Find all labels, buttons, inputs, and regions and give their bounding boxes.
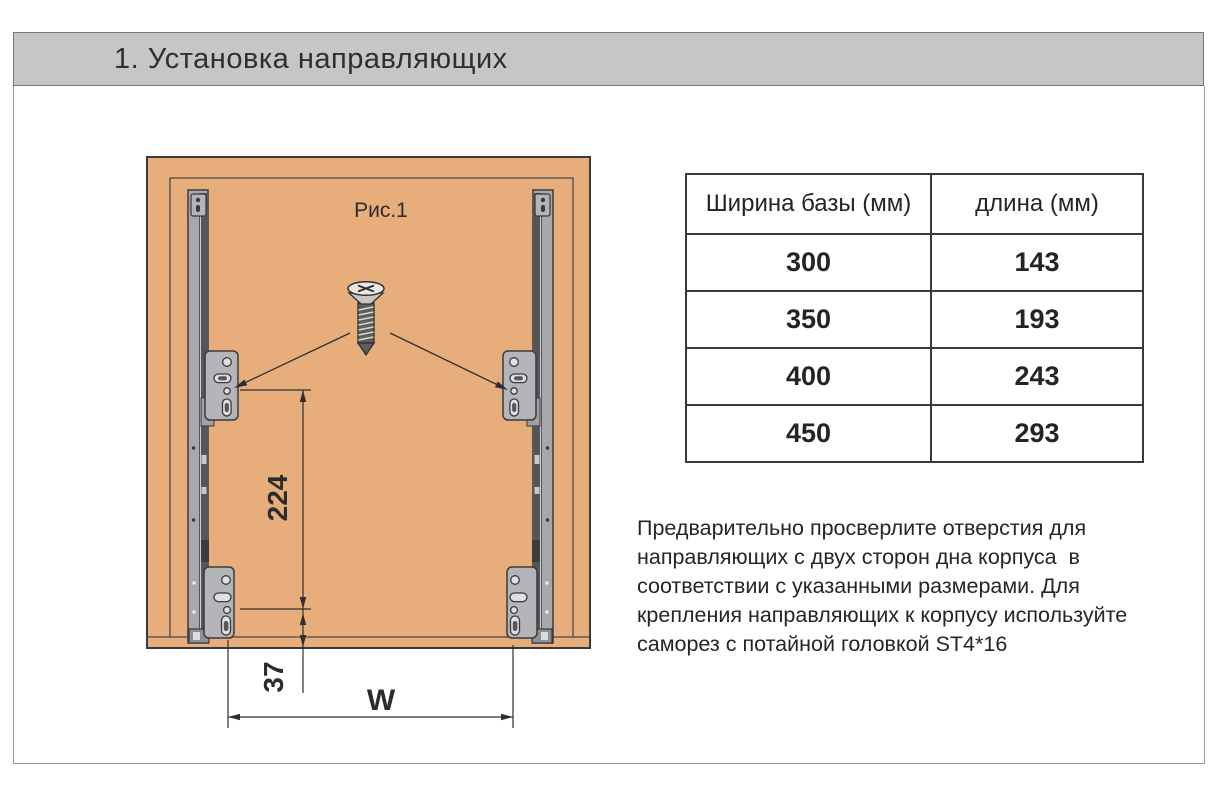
left-lower-bracket [203,566,235,639]
dimension-37 [299,613,307,647]
bracket-screw-hole [510,387,518,395]
left-rail-latch [201,540,209,562]
bracket-slot-inner [514,376,523,381]
bracket-slot-inner [224,403,229,412]
bracket-screw-hole [509,605,519,615]
bracket-slot-inner [512,621,518,631]
left-rail-top-clip [190,193,207,217]
table-cell: 243 [930,347,1144,406]
table-cell: 143 [930,233,1144,292]
dimension-224-label: 224 [262,474,293,521]
table-cell: 400 [685,347,932,406]
screw-cross-slot [357,284,375,293]
left-rail-rivet [192,610,196,614]
left-slide-rail [187,189,239,644]
arrowhead-down [299,597,307,609]
bracket-hole [510,575,520,585]
note-paragraph: Предварительно просверлите отверстия для… [637,514,1197,659]
table-cell: 193 [930,290,1144,349]
bracket-hole [221,575,231,585]
left-rail-detail [201,487,207,494]
right-rail-foot-notch [541,632,548,640]
left-rail-rivet [191,446,196,450]
panel-inner-frame [169,177,574,637]
table-cell: 293 [930,404,1144,463]
arrowhead-right [501,713,513,721]
countersunk-screw-icon [347,280,385,357]
table-row: 450 293 [685,404,1144,463]
screw-leader-arrows [234,332,508,390]
note-line: Предварительно просверлите отверстия для [637,516,1087,540]
table-row: 300 143 [685,233,1144,292]
leader-arrowhead-left [234,379,248,388]
right-clip-hole [540,197,546,203]
right-rail-rivet [545,518,550,522]
left-clip-hole [195,197,201,203]
right-rail-detail [534,487,540,494]
bracket-slot-horizontal [509,592,528,603]
note-line: направляющих с двух сторон дна корпуса в [637,545,1080,569]
left-upper-bracket [204,350,239,421]
figure-label: Рис.1 [354,199,408,222]
dimension-w [227,640,514,728]
arrowhead-left [228,713,240,721]
right-rail-top-clip [534,193,551,217]
bracket-slot-inner [223,621,229,631]
leader-line-right [389,332,505,389]
arrowhead-up [299,390,307,402]
left-upper-bracket-plate [204,350,239,421]
screw-threads [358,306,374,341]
note-line: крепления направляющих к корпусу использ… [637,603,1128,627]
bracket-screw-hole [222,605,232,615]
bracket-slot-horizontal [213,592,232,603]
arrowhead-down [299,635,307,647]
table-cell: 300 [685,233,932,292]
right-rail-rivet [545,581,549,585]
right-clip-slot [541,205,545,212]
right-rail-latch [532,540,540,562]
spec-table: Ширина базы (мм) длина (мм) 300 143 350 … [685,173,1144,463]
table-cell: 350 [685,290,932,349]
right-lower-bracket [506,566,538,639]
table-row: 350 193 [685,290,1144,349]
right-slide-rail [502,189,554,644]
bracket-hole [509,357,519,367]
note-line: соответствии с указанными размерами. Для [637,574,1080,598]
bracket-screw-hole [223,387,231,395]
note-line: саморез с потайной головкой ST4*16 [637,632,1008,656]
bracket-slot-inner [512,403,517,412]
content-frame [13,86,1205,764]
screw-tip [356,342,376,357]
left-rail-foot-notch [193,632,200,640]
section-title: 1. Установка направляющих [114,43,508,75]
right-rail-rivet [545,446,550,450]
table-row: 400 243 [685,347,1144,406]
right-upper-bracket-plate [502,350,537,421]
left-clip-slot [196,205,200,212]
right-rail-rivet [545,610,549,614]
left-rail-detail [201,455,207,464]
left-rail-rivet [192,581,196,585]
table-header-row: Ширина базы (мм) длина (мм) [685,173,1144,235]
bracket-slot-inner [218,376,227,381]
table-cell: 450 [685,404,932,463]
column-header-length: длина (мм) [930,173,1144,235]
leader-arrowhead-right [494,381,508,390]
bracket-hole [222,357,232,367]
right-rail-detail [534,455,540,464]
column-header-base-width: Ширина базы (мм) [685,173,932,235]
leader-line-left [237,332,351,387]
right-upper-bracket [502,350,537,421]
dimension-37-label: 37 [258,661,289,692]
dimension-w-label: W [367,684,396,717]
left-rail-rivet [191,518,196,522]
section-header-banner: 1. Установка направляющих [13,32,1204,86]
arrowhead-up [299,613,307,625]
